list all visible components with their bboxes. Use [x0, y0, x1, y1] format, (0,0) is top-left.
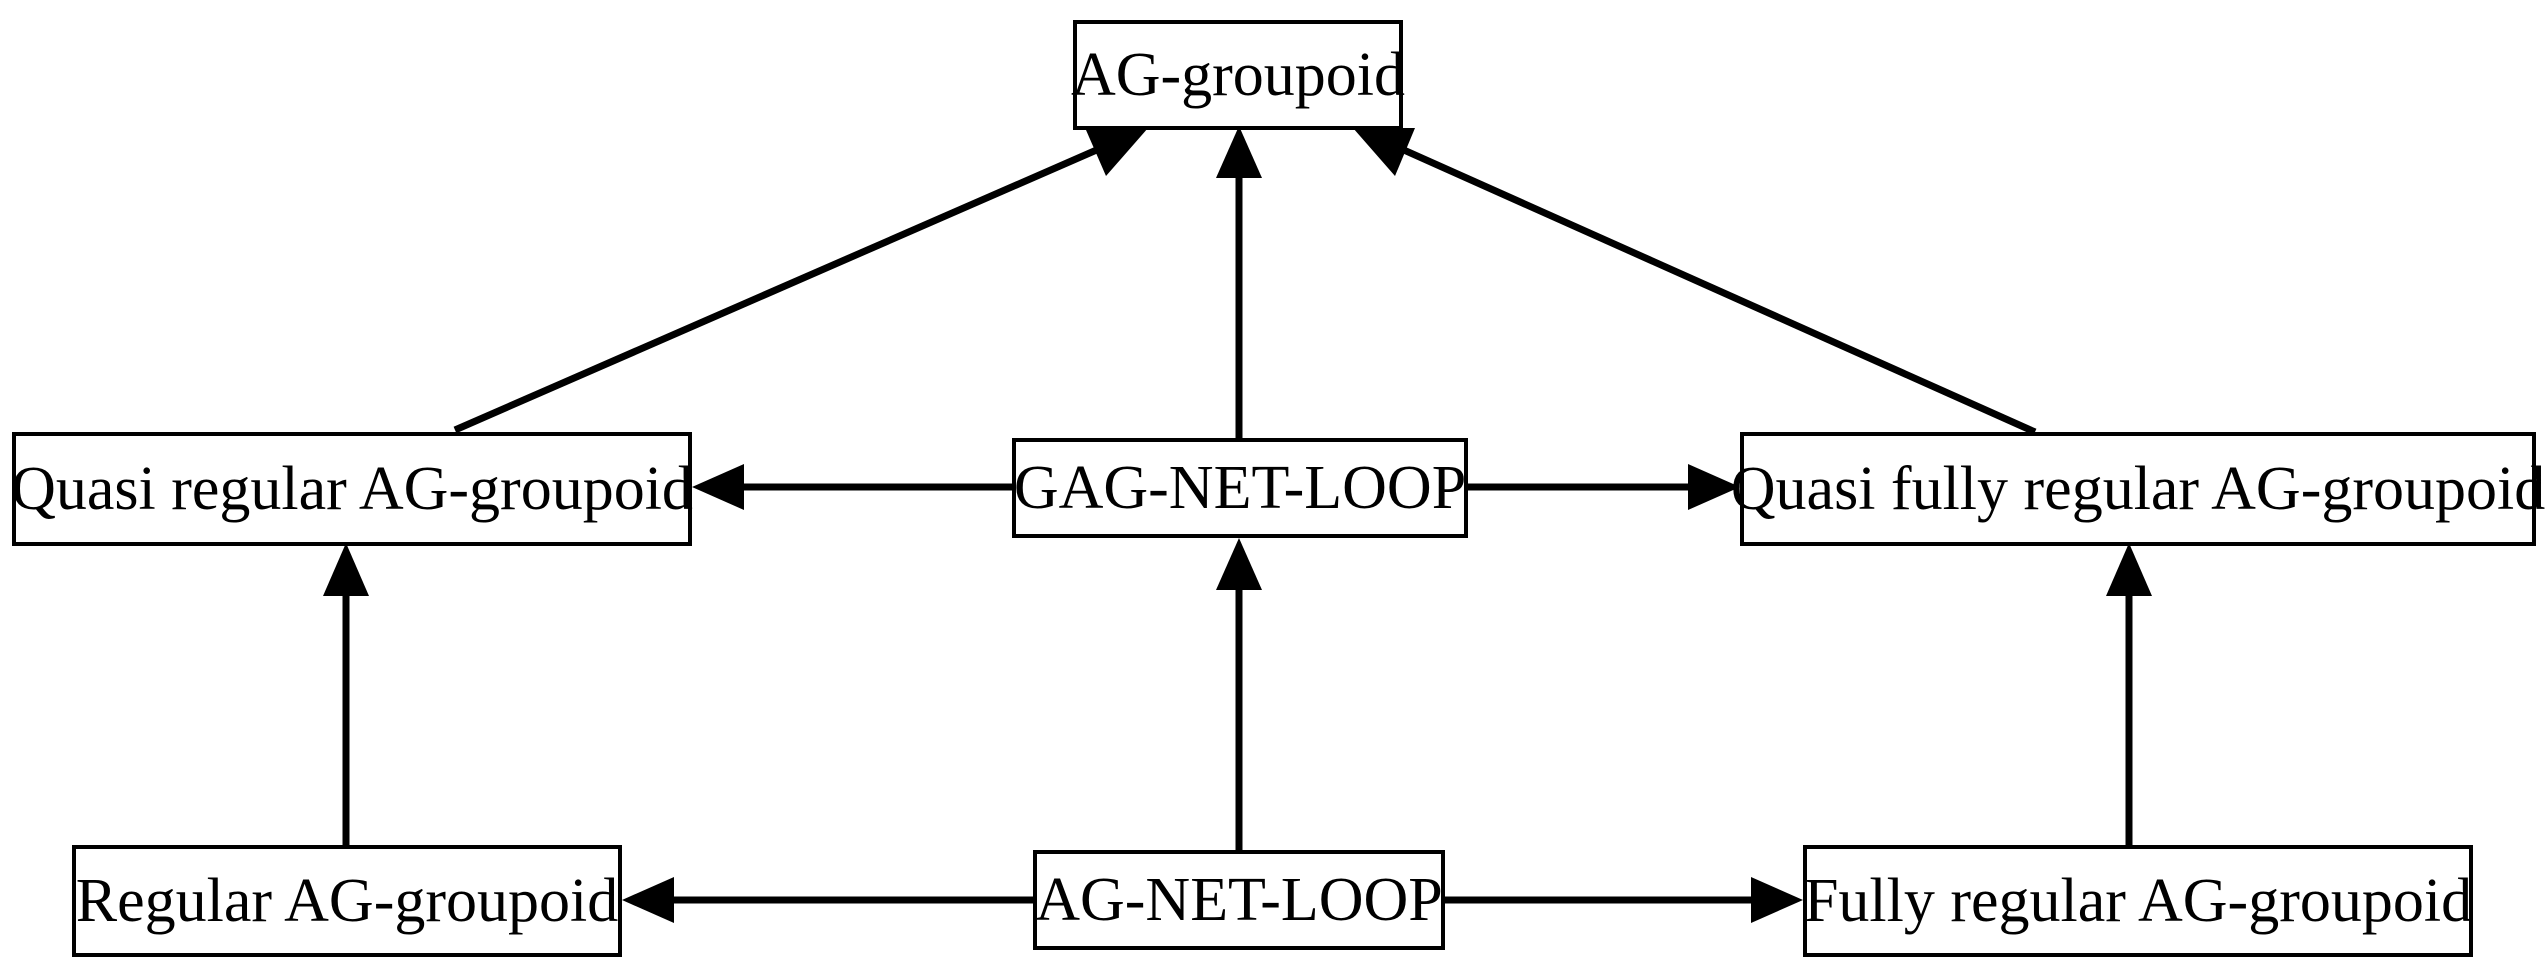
edge-gag-net-loop-to-ag-groupoid — [1216, 126, 1262, 438]
node-ag-net-loop-label: AG-NET-LOOP — [1035, 866, 1443, 934]
edge-ag-net-loop-to-regular — [622, 877, 1033, 923]
edge-quasi-regular-to-ag-groupoid — [453, 128, 1148, 434]
node-fully-regular-ag-groupoid[interactable]: Fully regular AG-groupoid — [1803, 845, 2473, 957]
edge-ag-net-loop-to-fully-regular — [1445, 877, 1803, 923]
edge-gag-net-loop-to-quasi-fully-regular — [1468, 464, 1740, 510]
node-quasi-regular-ag-groupoid-label: Quasi regular AG-groupoid — [11, 455, 693, 523]
node-quasi-fully-regular-ag-groupoid-label: Quasi fully regular AG-groupoid — [1730, 455, 2546, 523]
node-quasi-regular-ag-groupoid[interactable]: Quasi regular AG-groupoid — [11, 432, 693, 546]
node-fully-regular-ag-groupoid-label: Fully regular AG-groupoid — [1803, 867, 2473, 935]
node-regular-ag-groupoid[interactable]: Regular AG-groupoid — [72, 845, 622, 957]
node-ag-net-loop[interactable]: AG-NET-LOOP — [1033, 850, 1445, 950]
node-quasi-fully-regular-ag-groupoid[interactable]: Quasi fully regular AG-groupoid — [1731, 432, 2545, 546]
edge-gag-net-loop-to-quasi-regular — [692, 464, 1012, 510]
edge-ag-net-loop-to-gag-net-loop — [1216, 538, 1262, 850]
node-gag-net-loop[interactable]: GAG-NET-LOOP — [1012, 438, 1468, 538]
node-gag-net-loop-label: GAG-NET-LOOP — [1013, 454, 1467, 522]
node-ag-groupoid-label: AG-groupoid — [1070, 41, 1406, 109]
edge-fully-regular-to-quasi-fully-regular — [2106, 543, 2152, 845]
node-regular-ag-groupoid-label: Regular AG-groupoid — [75, 867, 619, 935]
node-ag-groupoid[interactable]: AG-groupoid — [1071, 20, 1405, 130]
edge-regular-to-quasi-regular — [323, 543, 369, 845]
edge-quasi-fully-regular-to-ag-groupoid — [1353, 128, 2037, 436]
